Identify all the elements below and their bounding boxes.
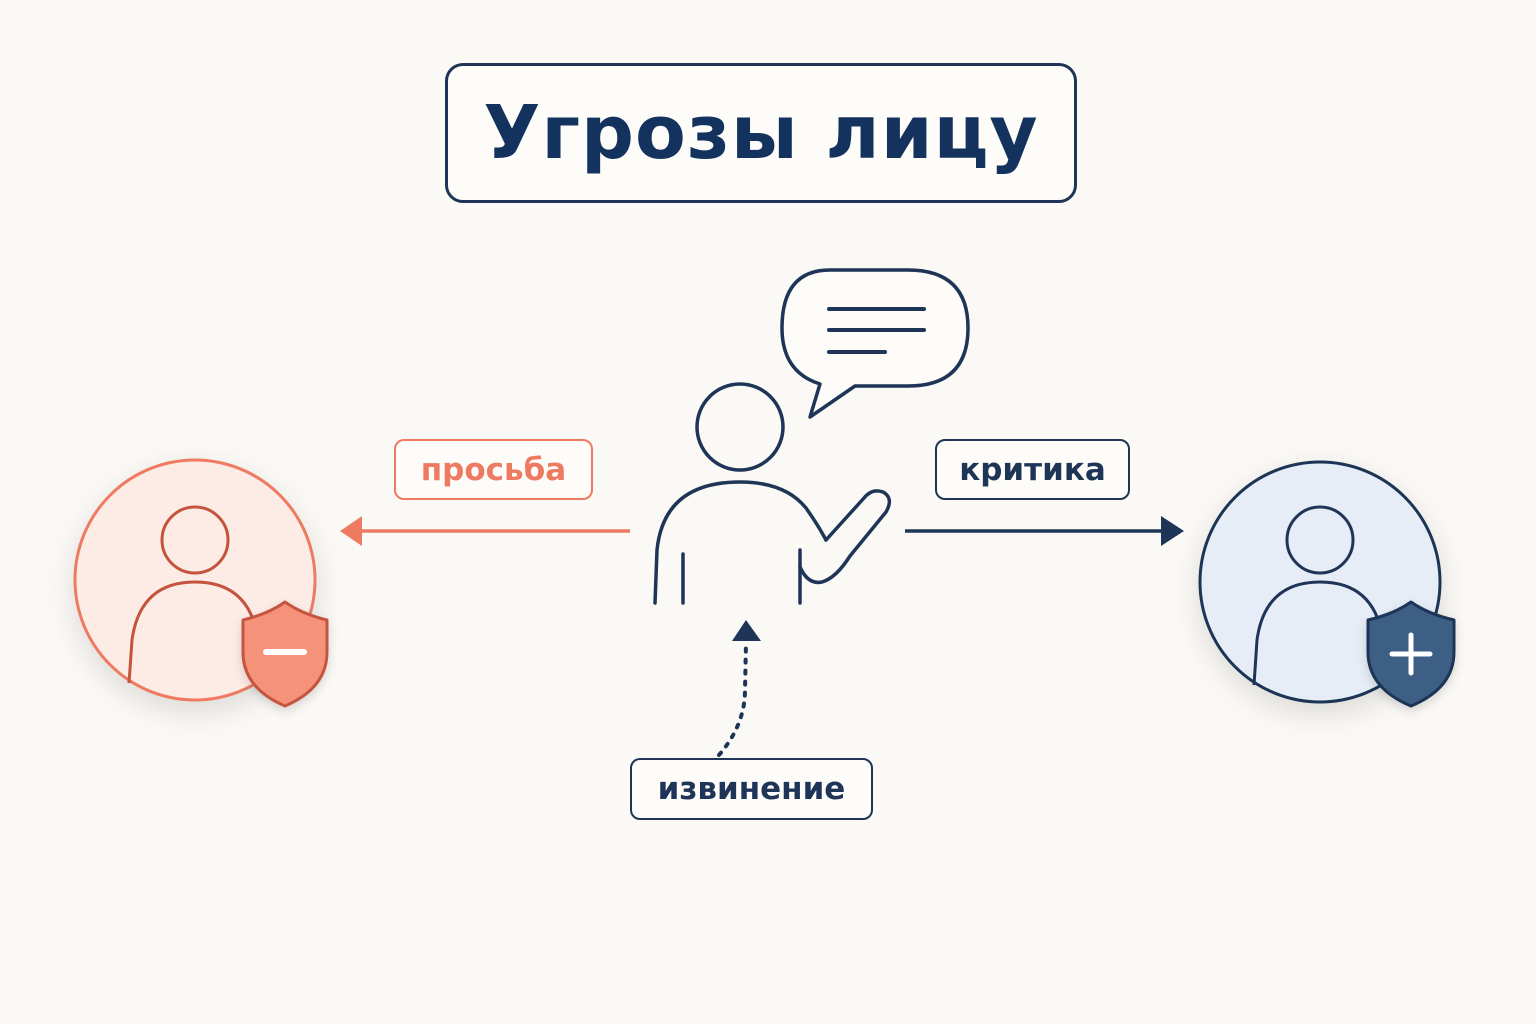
title-box: Угрозы лицу [445, 63, 1077, 203]
label-critique: критика [935, 439, 1130, 500]
label-request: просьба [394, 439, 593, 500]
speech-bubble-icon [780, 268, 970, 419]
arrow-right-critique [905, 516, 1184, 546]
label-apology-text: извинение [657, 771, 846, 807]
label-critique-text: критика [959, 451, 1106, 488]
left-person-icon [127, 505, 263, 684]
shield-minus-icon [241, 600, 329, 708]
arrow-up-apology [717, 620, 761, 757]
person-speaking-icon [653, 382, 892, 605]
right-person-icon [1252, 505, 1388, 686]
shield-plus-icon [1366, 600, 1456, 708]
label-apology: извинение [630, 758, 873, 820]
label-request-text: просьба [420, 451, 567, 488]
arrow-left-request [340, 516, 630, 546]
page-title: Угрозы лицу [483, 90, 1039, 176]
